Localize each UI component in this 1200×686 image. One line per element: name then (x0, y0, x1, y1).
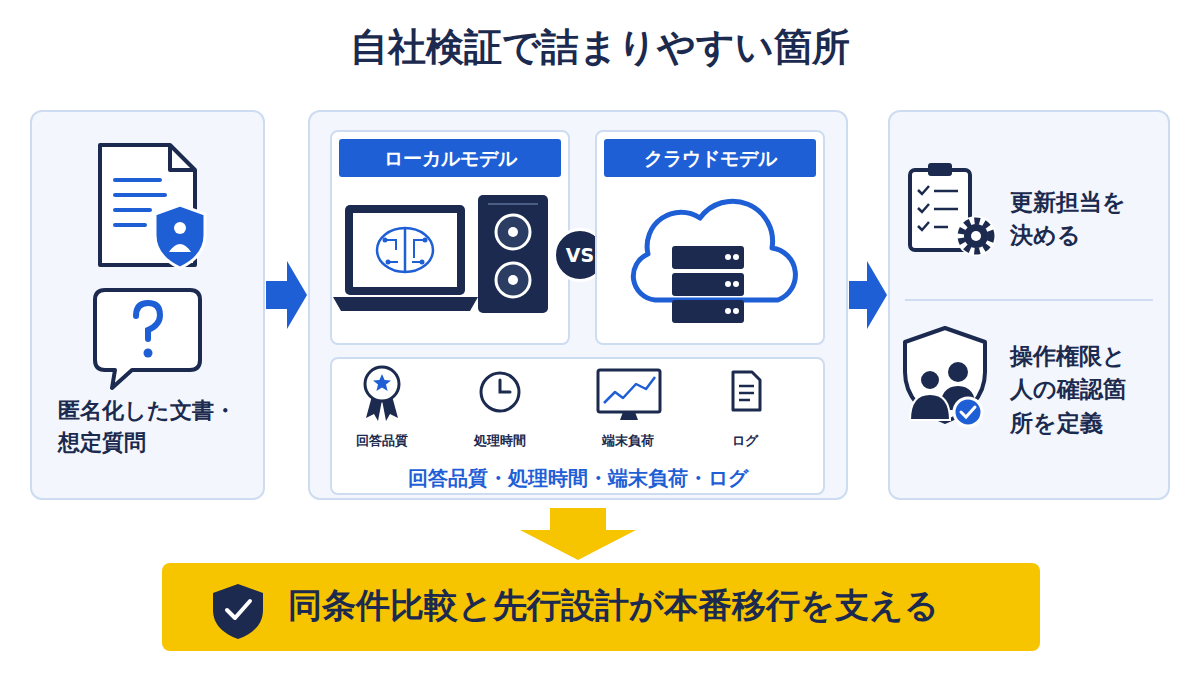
divider-line (905, 299, 1153, 301)
flow-arrow (520, 508, 636, 560)
comparison-panel: ローカルモデルVSクラウドモデル回答品質処理時間端末負荷ログ回答品質・処理時間・… (308, 110, 848, 500)
diagram-title: 自社検証で詰まりやすい箇所 (0, 22, 1200, 73)
shield-check-icon (213, 584, 263, 639)
clock-icon (481, 373, 519, 411)
people-shield-icon (905, 328, 985, 426)
flow-arrow (266, 261, 307, 329)
header-band: ローカルモデル (339, 139, 561, 177)
log-document-icon (733, 372, 760, 410)
question-bubble-icon (95, 290, 200, 388)
input-panel: 匿名化した文書・想定質問 (30, 110, 265, 500)
metric-label: 処理時間 (460, 432, 540, 450)
metric-summary: 回答品質・処理時間・端末負荷・ログ (332, 465, 823, 492)
metric-label: 回答品質 (342, 432, 422, 450)
clipboard-gear-icon (910, 163, 996, 256)
conclusion-text: 同条件比較と先行設計が本番移行を支える (288, 583, 1028, 629)
metrics-box: 回答品質 処理時間 端末負荷 ログ回答品質・処理時間・端末負荷・ログ (330, 357, 825, 495)
laptop-icon (333, 205, 478, 311)
action-text: 更新担当を決める (1010, 186, 1135, 253)
monitor-chart-icon (598, 370, 660, 420)
conclusion-bar: 同条件比較と先行設計が本番移行を支える (162, 563, 1040, 651)
flow-arrow (849, 261, 887, 329)
metric-label: ログ (705, 432, 785, 450)
model-card: ローカルモデル (330, 130, 570, 345)
cloud-server-icon (633, 201, 795, 323)
action-text: 操作権限と人の確認箇所を定義 (1010, 340, 1135, 440)
document-icon (100, 145, 205, 268)
header-band: クラウドモデル (604, 139, 816, 177)
model-card: クラウドモデル (595, 130, 825, 345)
medal-icon (365, 367, 399, 421)
panel-text: 匿名化した文書・想定質問 (58, 395, 248, 459)
server-tower-icon (478, 195, 548, 313)
action-panel: 更新担当を決める操作権限と人の確認箇所を定義 (888, 110, 1170, 500)
metric-label: 端末負荷 (588, 432, 668, 450)
